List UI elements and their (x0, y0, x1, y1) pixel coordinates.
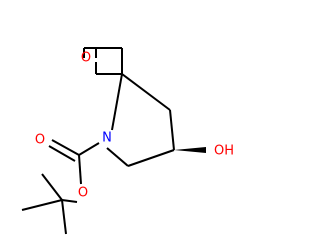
hydroxyl-label: OH (214, 144, 234, 159)
bond-ch2-bottom-to-n (106, 147, 129, 167)
ester-oxygen-label: O (78, 186, 88, 201)
bond-c-double-o-b (48, 145, 76, 162)
bond-choh-to-ch2-bottom (127, 149, 175, 167)
bond-carbonyl-c-to-ester-o (78, 154, 82, 185)
bond-tbu-left (21, 199, 63, 211)
bond-tbu-down (61, 199, 67, 235)
bond-ch2-to-choh (169, 109, 175, 151)
stereo-wedge-bond (174, 147, 206, 153)
ring-nitrogen-label: N (102, 131, 112, 146)
bond-spiro-to-ch2-right (121, 73, 171, 111)
bond-n-to-carbonyl-c (78, 142, 100, 156)
bond-n-to-spiro (111, 73, 123, 131)
bond-c-double-o-a (51, 139, 80, 156)
molecule-structure-diagram: O N O O OH (21, 47, 234, 235)
ring-oxygen-label: O (81, 51, 91, 66)
bond-ester-o-to-tbu (61, 199, 78, 203)
carbonyl-oxygen-label: O (35, 133, 45, 148)
bond-tbu-up (41, 173, 63, 201)
